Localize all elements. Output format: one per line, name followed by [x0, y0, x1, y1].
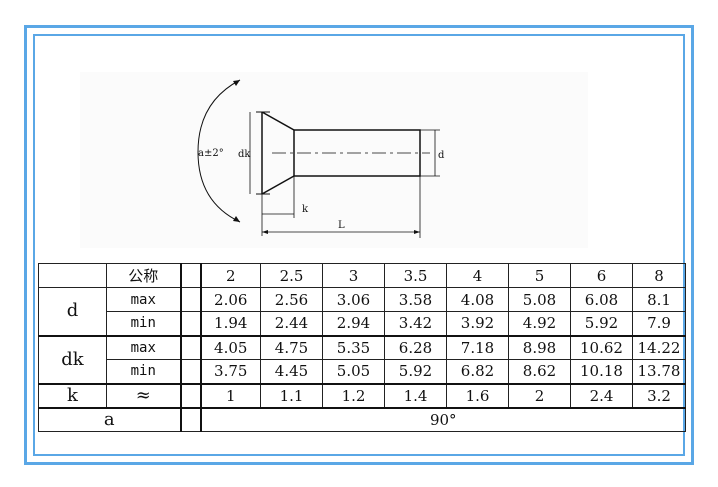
k-value: 1: [200, 382, 261, 408]
dk-max-value: 5.35: [322, 334, 385, 360]
dk-max-row: dk max 4.05 4.75 5.35 6.28 7.18 8.98 10.…: [38, 334, 686, 384]
gap-cell: [179, 334, 202, 360]
angle-label: a±2°: [198, 148, 224, 159]
d-max-value: 4.08: [446, 287, 509, 312]
header-value: 2.5: [260, 263, 323, 288]
header-value: 5: [508, 263, 571, 288]
d-min-value: 1.94: [200, 311, 261, 336]
dk-max-value: 7.18: [446, 334, 509, 360]
dk-min-value: 13.78: [632, 359, 686, 384]
header-value: 2: [200, 263, 261, 288]
rivet-diagram-svg: a±2° dk d k L: [197, 79, 445, 238]
header-label: 公称: [106, 263, 181, 288]
header-value: 3: [322, 263, 385, 288]
header-value: 8: [632, 263, 686, 288]
a-value: 90°: [200, 406, 686, 432]
dk-max-value: 4.05: [200, 334, 261, 360]
k-symbol: ≈: [106, 382, 181, 408]
d-max-value: 2.06: [200, 287, 261, 312]
k-name: k: [38, 382, 107, 408]
k-row: k ≈ 1 1.1 1.2 1.4 1.6 2 2.4 3.2: [38, 382, 686, 408]
gap-cell: [179, 287, 202, 312]
k-value: 1.4: [384, 382, 447, 408]
k-value: 1.1: [260, 382, 323, 408]
dk-min-value: 8.62: [508, 359, 571, 384]
L-arrow-right: [414, 230, 420, 234]
dk-max-value: 14.22: [632, 334, 686, 360]
rivet-drawing: a±2° dk d k L: [80, 72, 588, 248]
d-min-value: 2.94: [322, 311, 385, 336]
d-max-label: max: [106, 287, 181, 312]
gap-cell: [179, 311, 202, 336]
d-max-value: 5.08: [508, 287, 571, 312]
d-min-value: 3.42: [384, 311, 447, 336]
k-value: 1.2: [322, 382, 385, 408]
L-arrow-left: [262, 230, 268, 234]
dk-min-value: 10.18: [570, 359, 633, 384]
dk-min-value: 4.45: [260, 359, 323, 384]
d-min-value: 2.44: [260, 311, 323, 336]
header-value: 6: [570, 263, 633, 288]
header-value: 3.5: [384, 263, 447, 288]
arc-arrow-top: [233, 80, 240, 86]
d-min-value: 4.92: [508, 311, 571, 336]
angle-arc: [197, 79, 241, 223]
dk-min-label: min: [106, 359, 181, 384]
d-max-value: 3.58: [384, 287, 447, 312]
d-min-label: min: [106, 311, 181, 336]
dk-min-value: 3.75: [200, 359, 261, 384]
header-corner: [38, 263, 107, 288]
d-max-value: 8.1: [632, 287, 686, 312]
dk-min-value: 5.92: [384, 359, 447, 384]
dk-max-value: 10.62: [570, 334, 633, 360]
gap-cell: [179, 359, 202, 384]
dk-max-value: 4.75: [260, 334, 323, 360]
a-row: a 90°: [38, 406, 686, 432]
L-label: L: [338, 220, 345, 231]
d-max-value: 2.56: [260, 287, 323, 312]
k-value: 2: [508, 382, 571, 408]
dk-max-value: 8.98: [508, 334, 571, 360]
gap-cell: [179, 263, 202, 288]
k-label: k: [302, 204, 309, 215]
gap-cell: [179, 382, 202, 408]
shank: [293, 129, 421, 177]
d-max-value: 6.08: [570, 287, 633, 312]
arc-arrow-bottom: [233, 216, 240, 222]
k-value: 2.4: [570, 382, 633, 408]
d-max-row: d max 2.06 2.56 3.06 3.58 4.08 5.08 6.08…: [38, 287, 686, 336]
head-taper-top: [261, 111, 295, 131]
k-value: 1.6: [446, 382, 509, 408]
dk-max-label: max: [106, 334, 181, 360]
header-row: 公称 2 2.5 3 3.5 4 5 6 8: [38, 263, 686, 288]
d-max-value: 3.06: [322, 287, 385, 312]
d-min-value: 5.92: [570, 311, 633, 336]
k-value: 3.2: [632, 382, 686, 408]
d-min-value: 7.9: [632, 311, 686, 336]
gap-cell: [179, 406, 202, 432]
dk-name: dk: [38, 334, 107, 384]
head-taper-bottom: [261, 175, 295, 195]
dk-label: dk: [238, 149, 251, 160]
dk-max-value: 6.28: [384, 334, 447, 360]
a-name: a: [38, 406, 181, 432]
header-value: 4: [446, 263, 509, 288]
inner-frame: [33, 34, 685, 456]
d-min-row: min 1.94 2.44 2.94 3.42 3.92 4.92 5.92 7…: [39, 311, 686, 336]
spec-table: 公称 2 2.5 3 3.5 4 5 6 8 d max 2.06 2.56 3…: [38, 263, 686, 432]
dk-min-value: 6.82: [446, 359, 509, 384]
d-label: d: [438, 150, 445, 161]
d-name: d: [38, 287, 107, 336]
dk-min-row: min 3.75 4.45 5.05 5.92 6.82 8.62 10.18 …: [39, 359, 686, 384]
d-min-value: 3.92: [446, 311, 509, 336]
dk-min-value: 5.05: [322, 359, 385, 384]
